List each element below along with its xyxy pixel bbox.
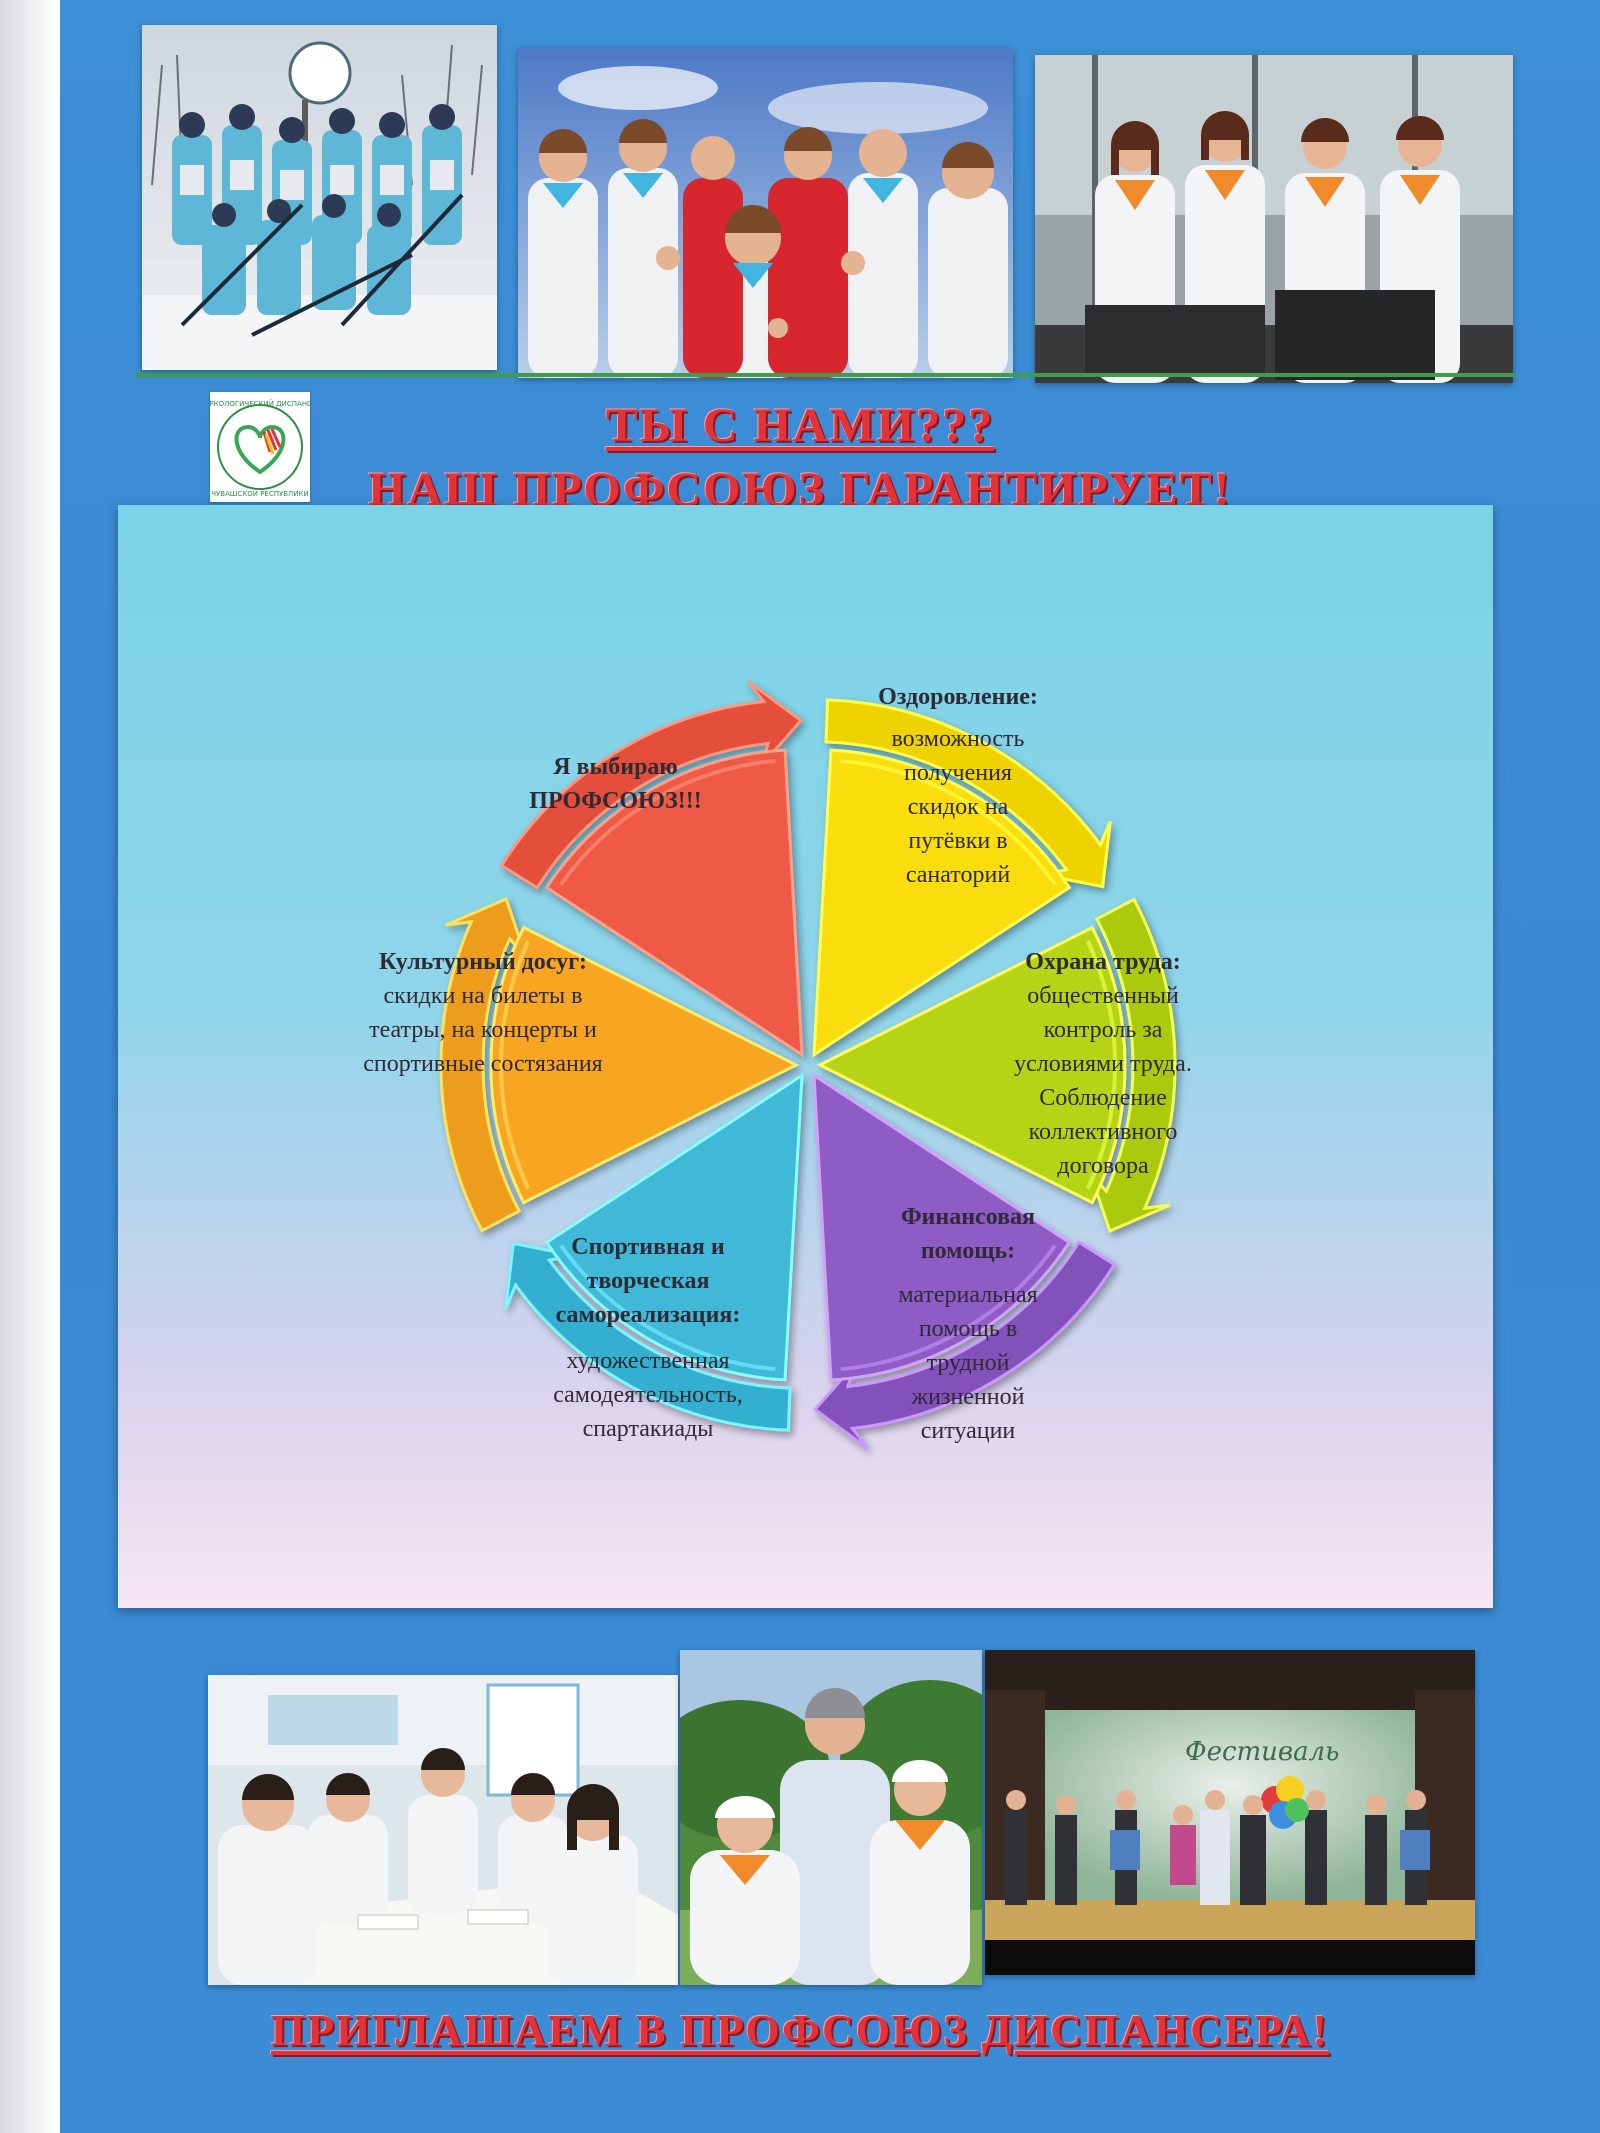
wheel-segment-sport	[504, 1072, 804, 1432]
segment-finance-title: Финансовая помощь:	[900, 1204, 1036, 1264]
segment-culture-text: Культурный досуг: скидки на билеты в теа…	[363, 945, 603, 1081]
wheel-segment-health	[812, 698, 1112, 1058]
photo-stage-festival: Фестиваль	[985, 1650, 1475, 1975]
logo-text-top: НАРКОЛОГИЧЕСКИЙ ДИСПАНСЕР	[210, 399, 310, 408]
photo-skiing-team	[142, 25, 497, 370]
benefits-wheel	[439, 680, 1177, 1450]
logo-text-bottom: ЧУВАШСКОЙ РЕСПУБЛИКИ	[211, 489, 309, 498]
heart-logo-icon	[234, 424, 286, 475]
wheel-arrow-choice	[499, 680, 804, 890]
wheel-wedge-culture	[489, 925, 800, 1205]
segment-health-title: Оздоровление:	[878, 684, 1038, 710]
benefits-diagram-panel: Я выбираю ПРОФСОЮЗ!!! Оздоровление: возм…	[118, 505, 1493, 1608]
wheel-segment-culture	[439, 896, 800, 1233]
photo-outdoor-event	[680, 1650, 982, 1985]
segment-choice-title: Я выбираю ПРОФСОЮЗ!!!	[529, 754, 702, 814]
wheel-arrow-health	[824, 698, 1112, 889]
segment-safety-title: Охрана труда:	[1025, 949, 1181, 975]
segment-health-text: Оздоровление: возможность получения скид…	[838, 680, 1078, 892]
headline-question: ТЫ С НАМИ???	[605, 399, 995, 452]
segment-safety-text: Охрана труда: общественный контроль за у…	[988, 945, 1218, 1183]
wheel-wedge-sport	[544, 1072, 804, 1382]
segment-safety-body: общественный контроль за условиями труда…	[1014, 983, 1192, 1179]
footer-invitation: ПРИГЛАШАЕМ В ПРОФСОЮЗ ДИСПАНСЕРА!	[270, 2006, 1330, 2055]
segment-sport-text: Спортивная и творческая самореализация: …	[528, 1230, 768, 1446]
wheel-arrow-culture	[439, 896, 528, 1233]
wheel-wedge-health	[812, 748, 1072, 1058]
segment-sport-title: Спортивная и творческая самореализация:	[555, 1234, 741, 1328]
segment-finance-text: Финансовая помощь: материальная помощь в…	[858, 1200, 1078, 1448]
segment-culture-body: скидки на билеты в театры, на концерты и…	[363, 983, 603, 1077]
wheel-segment-finance	[812, 1072, 1117, 1450]
paper-edge	[0, 0, 60, 2133]
divider-line	[135, 373, 1515, 377]
wheel-wedge-safety	[816, 925, 1127, 1205]
organization-logo: НАРКОЛОГИЧЕСКИЙ ДИСПАНСЕР ЧУВАШСКОЙ РЕСП…	[210, 392, 310, 502]
wheel-arrow-sport	[504, 1241, 792, 1432]
segment-culture-title: Культурный досуг:	[378, 949, 588, 975]
photo-group-thumbs-up	[518, 48, 1013, 378]
wheel-wedge-choice	[544, 748, 804, 1058]
stage-banner-text: Фестиваль	[1185, 1737, 1339, 1767]
wheel-arrow-finance	[812, 1240, 1117, 1450]
segment-sport-body: художественная самодеятельность, спартак…	[553, 1348, 743, 1442]
segment-health-body: возможность получения скидок на путёвки …	[891, 726, 1025, 888]
segment-finance-body: материальная помощь в трудной жизненной …	[898, 1282, 1038, 1444]
wheel-arrow-safety	[1088, 897, 1177, 1234]
wheel-segment-choice	[499, 680, 804, 1058]
photo-meeting-table	[208, 1675, 678, 1985]
segment-choice-text: Я выбираю ПРОФСОЮЗ!!!	[498, 750, 733, 818]
photo-exhibition-stand	[1035, 55, 1513, 383]
wheel-segment-safety	[816, 897, 1177, 1234]
wheel-wedge-finance	[812, 1072, 1072, 1382]
